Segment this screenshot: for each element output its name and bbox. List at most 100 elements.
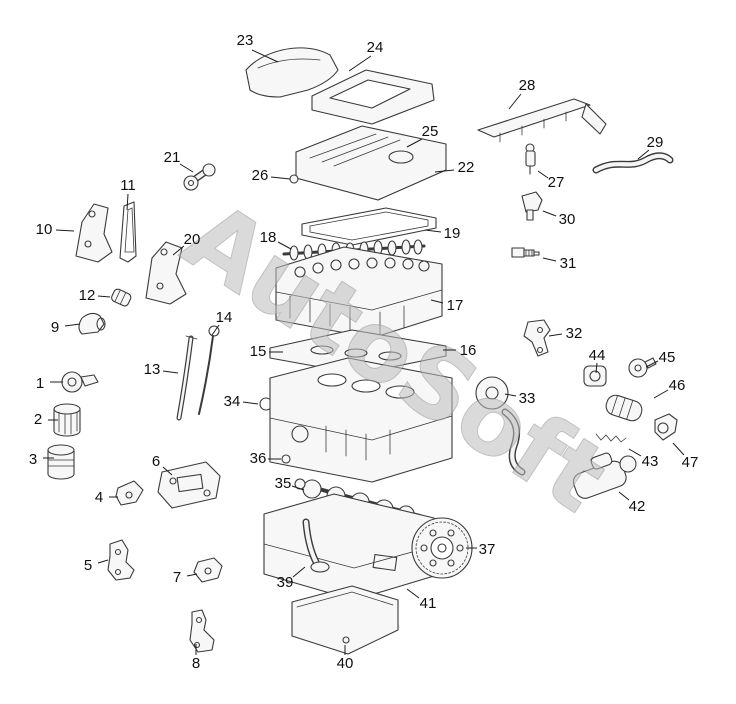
- callout-leader-12: [97, 295, 111, 298]
- part-elbow-9: [78, 312, 106, 335]
- callout-leader-6: [162, 466, 173, 476]
- callout-leader-34: [242, 401, 259, 405]
- callout-label-4[interactable]: 4: [95, 489, 103, 506]
- callout-label-34[interactable]: 34: [224, 393, 241, 410]
- callout-leader-23: [251, 49, 279, 63]
- part-bracket-plate-6: [157, 461, 221, 509]
- callout-leader-27: [537, 170, 549, 179]
- part-bolt: [281, 454, 291, 464]
- part-cover-gasket: [301, 207, 437, 246]
- callout-leader-42: [618, 491, 630, 501]
- callout-label-25[interactable]: 25: [422, 123, 439, 140]
- callout-leader-33: [504, 393, 517, 397]
- callout-label-16[interactable]: 16: [460, 342, 477, 359]
- callout-label-35[interactable]: 35: [275, 475, 292, 492]
- callout-leader-17: [430, 299, 444, 304]
- callout-leader-9: [64, 323, 81, 327]
- callout-leader-10: [55, 229, 75, 232]
- callout-label-41[interactable]: 41: [420, 595, 437, 612]
- callout-label-30[interactable]: 30: [559, 211, 576, 228]
- part-link-21: [183, 163, 216, 191]
- callout-leader-46: [653, 389, 669, 399]
- part-fuel-rail: [477, 98, 607, 143]
- part-stud: [595, 433, 627, 443]
- callout-label-2[interactable]: 2: [34, 411, 42, 428]
- part-mount-5: [107, 539, 135, 581]
- part-fuel-injector: [525, 143, 536, 175]
- part-oil-pickup: [302, 518, 330, 573]
- callout-label-28[interactable]: 28: [519, 77, 536, 94]
- callout-label-18[interactable]: 18: [260, 229, 277, 246]
- part-45: [628, 357, 657, 378]
- callout-leader-7: [186, 573, 198, 577]
- part-spark-plug: [511, 247, 540, 258]
- callout-leader-35: [291, 485, 305, 491]
- callout-label-5[interactable]: 5: [84, 557, 92, 574]
- part-filter-element: [53, 403, 81, 437]
- part-gasket-11: [119, 201, 137, 263]
- callout-label-33[interactable]: 33: [519, 390, 536, 407]
- part-starter-motor: [572, 452, 637, 499]
- callout-label-26[interactable]: 26: [252, 167, 269, 184]
- callout-label-17[interactable]: 17: [447, 297, 464, 314]
- part-47: [654, 413, 678, 441]
- callout-label-20[interactable]: 20: [184, 231, 201, 248]
- part-oil-filter: [47, 444, 75, 480]
- part-dipstick-tube: [176, 335, 198, 421]
- callout-leader-32: [548, 333, 563, 337]
- callout-label-44[interactable]: 44: [589, 347, 606, 364]
- callout-label-10[interactable]: 10: [36, 221, 53, 238]
- callout-label-45[interactable]: 45: [659, 349, 676, 366]
- callout-label-1[interactable]: 1: [36, 375, 44, 392]
- part-engine-block: [269, 357, 453, 483]
- part-bracket-4: [115, 480, 144, 506]
- part-oil-pan: [291, 585, 399, 655]
- callout-leader-25: [406, 138, 423, 148]
- callout-label-27[interactable]: 27: [548, 174, 565, 191]
- part-bushing-12: [111, 288, 132, 307]
- callout-leader-14: [211, 324, 220, 336]
- part-44: [583, 365, 607, 387]
- callout-label-47[interactable]: 47: [682, 454, 699, 471]
- callout-leader-24: [348, 55, 372, 72]
- callout-label-3[interactable]: 3: [29, 451, 37, 468]
- part-cylinder-head: [275, 246, 443, 339]
- callout-label-14[interactable]: 14: [216, 309, 233, 326]
- part-hose: [592, 152, 674, 174]
- callout-label-24[interactable]: 24: [367, 39, 384, 56]
- callout-label-32[interactable]: 32: [566, 325, 583, 342]
- callout-label-46[interactable]: 46: [669, 377, 686, 394]
- part-cover-grommet: [289, 174, 299, 184]
- callout-label-9[interactable]: 9: [51, 319, 59, 336]
- callout-label-8[interactable]: 8: [192, 655, 200, 672]
- callout-label-37[interactable]: 37: [479, 541, 496, 558]
- callout-leader-29: [637, 149, 650, 160]
- callout-label-19[interactable]: 19: [444, 225, 461, 242]
- callout-label-21[interactable]: 21: [164, 149, 181, 166]
- callout-leader-18: [277, 241, 292, 250]
- callout-label-11[interactable]: 11: [120, 177, 136, 194]
- callout-label-22[interactable]: 22: [458, 159, 475, 176]
- callout-label-12[interactable]: 12: [79, 287, 96, 304]
- callout-label-39[interactable]: 39: [277, 574, 294, 591]
- callout-label-36[interactable]: 36: [250, 450, 267, 467]
- part-flywheel: [411, 517, 473, 579]
- part-dipstick: [198, 325, 220, 415]
- part-46: [605, 394, 643, 422]
- callout-label-13[interactable]: 13: [144, 361, 161, 378]
- callout-label-31[interactable]: 31: [560, 255, 577, 272]
- callout-label-15[interactable]: 15: [250, 343, 267, 360]
- callout-label-23[interactable]: 23: [237, 32, 254, 49]
- part-bracket-7: [193, 557, 223, 583]
- callout-label-6[interactable]: 6: [152, 453, 160, 470]
- part-bracket-20: [145, 241, 187, 305]
- callout-leader-20: [172, 245, 185, 256]
- part-cover-insulator: [245, 47, 339, 98]
- callout-label-40[interactable]: 40: [337, 655, 354, 672]
- callout-label-43[interactable]: 43: [642, 453, 659, 470]
- part-valve-cover: [295, 125, 447, 201]
- callout-label-29[interactable]: 29: [647, 134, 664, 151]
- callout-label-42[interactable]: 42: [629, 498, 646, 515]
- callout-label-7[interactable]: 7: [173, 569, 181, 586]
